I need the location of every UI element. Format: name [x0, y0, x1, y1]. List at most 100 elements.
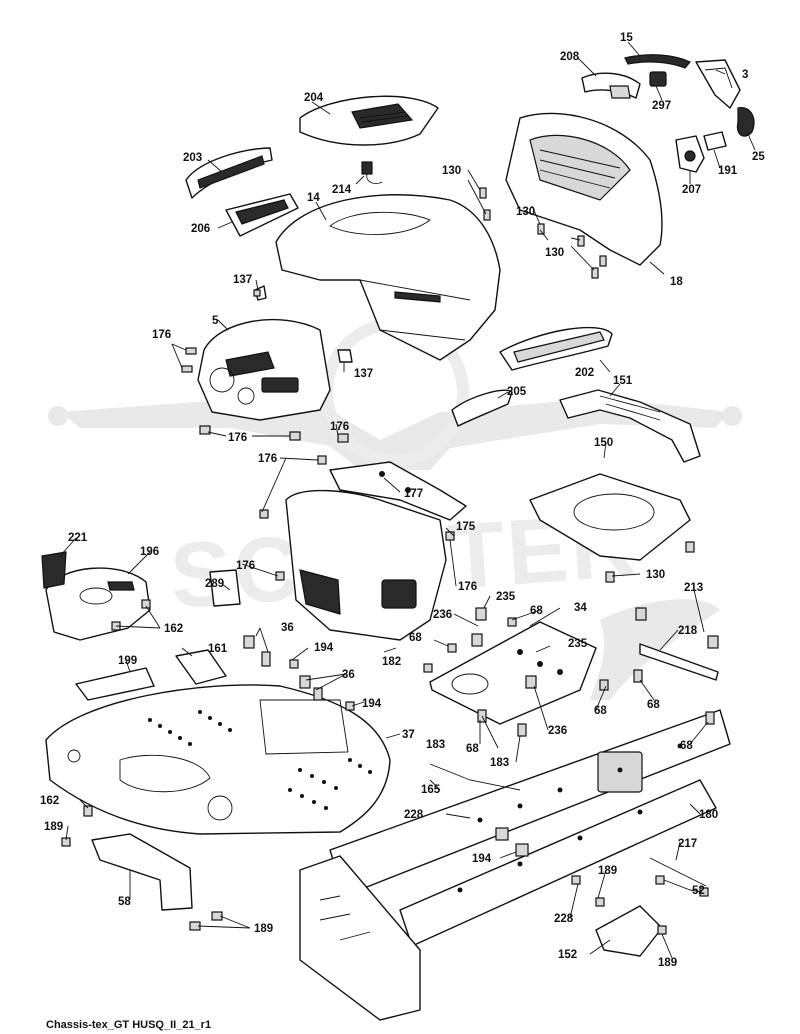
callout-label: 221 [68, 532, 88, 544]
callout-label: 199 [118, 655, 137, 667]
part-202-grille-insert [499, 326, 613, 371]
callout-label: 204 [304, 92, 324, 104]
callout-label: 150 [594, 437, 613, 449]
callout-label: 194 [362, 698, 382, 710]
callout-label: 206 [191, 223, 210, 235]
callout-label: 189 [254, 923, 273, 935]
callout-label: 289 [205, 578, 224, 590]
part-208-headlight-bracket [581, 72, 641, 99]
part-165-rod [429, 763, 521, 791]
part-204-hood-panel [299, 95, 439, 146]
callout-label: 52 [692, 885, 705, 897]
part-58-bracket [91, 833, 193, 911]
callout-label: 205 [507, 386, 527, 398]
callout-label: 176 [330, 421, 349, 433]
part-37-footplate [45, 684, 391, 835]
callout-label: 162 [40, 795, 59, 807]
callout-label: 161 [208, 643, 228, 655]
part-34-plate [429, 621, 597, 725]
callout-label: 130 [516, 206, 535, 218]
part-182-steering-tower [285, 489, 447, 641]
part-203-vent-grille [185, 147, 273, 199]
callout-label: 68 [647, 699, 660, 711]
callout-label: 137 [354, 368, 373, 380]
part-214-connector [361, 161, 383, 185]
callout-label: 236 [548, 725, 567, 737]
part-151-bracket [559, 389, 701, 463]
part-205-trim [451, 389, 513, 427]
callout-label: 176 [258, 453, 277, 465]
callout-label: 218 [678, 625, 698, 637]
callout-label: 213 [684, 582, 703, 594]
part-177-bracket [329, 461, 467, 521]
part-297-clip [649, 71, 667, 87]
callout-label: 228 [404, 809, 424, 821]
callout-label: 162 [164, 623, 183, 635]
callout-label: 183 [490, 757, 509, 769]
callout-label: 68 [466, 743, 479, 755]
callout-label: 176 [152, 329, 171, 341]
callout-label: 14 [307, 192, 320, 204]
callout-label: 3 [742, 69, 748, 81]
callout-label: 189 [658, 957, 677, 969]
leader-lines [59, 41, 756, 959]
callout-label: 25 [752, 151, 765, 163]
part-196-dash-cover [45, 567, 151, 641]
callout-label: 68 [530, 605, 543, 617]
callout-label: 202 [575, 367, 594, 379]
part-221-decal [41, 551, 67, 589]
callout-label: 34 [574, 602, 587, 614]
callout-label: 207 [682, 184, 701, 196]
callout-label: 176 [228, 432, 247, 444]
part-15-trim [624, 54, 691, 69]
callout-label: 137 [233, 274, 252, 286]
part-14-hood [275, 194, 501, 361]
part-289-bracket [209, 569, 241, 607]
part-191-clip [703, 131, 727, 151]
callout-label: 68 [409, 632, 422, 644]
part-18-front-grille [505, 112, 663, 266]
callout-label: 36 [281, 622, 294, 634]
fasteners [61, 187, 719, 935]
part-199-bracket [75, 667, 155, 701]
callout-label: 236 [433, 609, 452, 621]
callout-label: 18 [670, 276, 683, 288]
part-150-plate [529, 473, 691, 561]
part-5-dash-console [197, 318, 331, 421]
part-217-link [649, 857, 707, 887]
callout-label: 217 [678, 838, 697, 850]
callout-label: 183 [426, 739, 445, 751]
callout-label: 15 [620, 32, 633, 44]
callout-label: 235 [568, 638, 588, 650]
callout-label: 189 [44, 821, 63, 833]
callout-label: 297 [652, 100, 671, 112]
callout-label: 189 [598, 865, 617, 877]
callout-label: 5 [212, 315, 219, 327]
callout-label: 152 [558, 949, 577, 961]
callout-label: 203 [183, 152, 202, 164]
part-137-clip-b [337, 349, 353, 363]
callout-label: 175 [456, 521, 476, 533]
callout-label: 68 [680, 740, 693, 752]
callout-label: 176 [458, 581, 477, 593]
callout-label: 58 [118, 896, 131, 908]
callout-label: 130 [545, 247, 564, 259]
callout-labels: 15 208 3 297 204 25 191 207 203 214 130 … [40, 32, 765, 969]
part-207-bracket [675, 135, 705, 173]
callout-label: 214 [332, 184, 352, 196]
part-161-bracket [175, 649, 227, 685]
callout-label: 176 [236, 560, 255, 572]
callout-label: 130 [442, 165, 461, 177]
callout-label: 130 [646, 569, 665, 581]
callout-label: 182 [382, 656, 401, 668]
callout-label: 36 [342, 669, 355, 681]
callout-label: 228 [554, 913, 574, 925]
part-206-vent [225, 193, 299, 237]
callout-label: 177 [404, 488, 423, 500]
callout-label: 165 [421, 784, 441, 796]
diagram-caption: Chassis-tex_GT HUSQ_II_21_r1 [46, 1019, 212, 1031]
callout-label: 208 [560, 51, 580, 63]
callout-label: 235 [496, 591, 516, 603]
callout-label: 68 [594, 705, 607, 717]
